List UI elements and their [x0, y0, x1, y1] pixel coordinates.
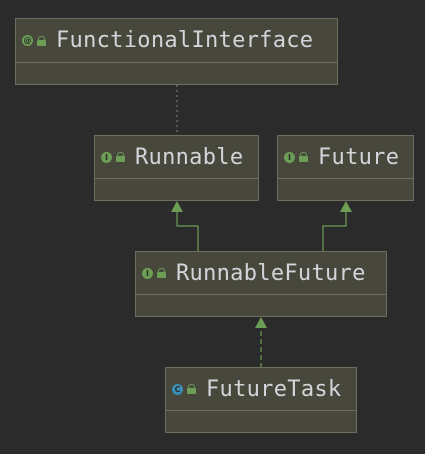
edge-runnablefuture-future: [322, 210, 347, 252]
node-label: FunctionalInterface: [56, 28, 314, 53]
interface-icon: I: [101, 151, 112, 163]
interface-icon: I: [284, 151, 295, 163]
annotation-icon: @: [22, 35, 33, 46]
lock-icon: [187, 384, 196, 394]
lock-icon: [157, 268, 166, 278]
edge-runnablefuture-future-arrowhead: [340, 201, 352, 212]
lock-icon: [299, 152, 308, 162]
interface-icon: I: [142, 267, 153, 279]
node-label: Future: [318, 144, 400, 170]
node-label: Runnable: [135, 144, 244, 170]
lock-icon: [37, 35, 46, 46]
node-label: RunnableFuture: [176, 260, 366, 286]
edge-runnablefuture-runnable: [176, 210, 199, 252]
edge-futuretask-runnablefuture-arrowhead: [255, 317, 267, 328]
node-runnable[interactable]: I Runnable: [94, 135, 259, 201]
node-future-task[interactable]: C FutureTask: [165, 367, 357, 433]
node-functional-interface[interactable]: @ FunctionalInterface: [15, 18, 338, 85]
class-icon: C: [172, 383, 183, 395]
node-label: FutureTask: [206, 376, 342, 402]
node-future[interactable]: I Future: [277, 135, 414, 201]
lock-icon: [116, 152, 125, 162]
edge-runnablefuture-runnable-arrowhead: [171, 201, 183, 212]
node-runnable-future[interactable]: I RunnableFuture: [135, 251, 387, 317]
